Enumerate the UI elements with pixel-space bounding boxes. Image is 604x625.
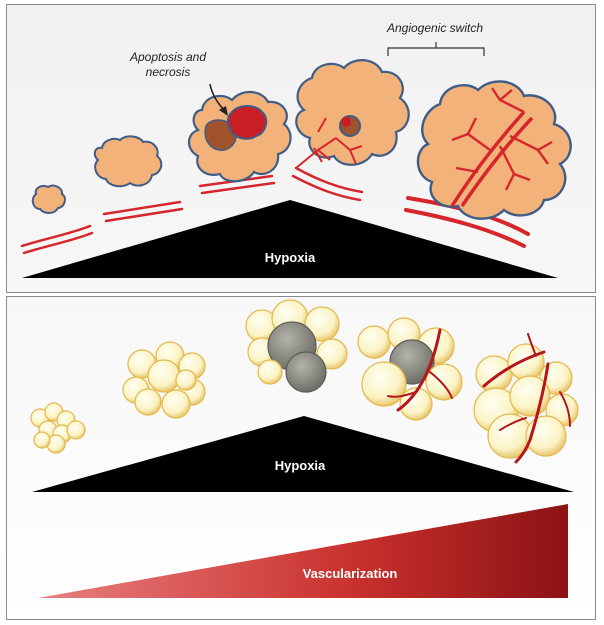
spheroid-4-vessels	[387, 328, 453, 412]
tumor-small	[31, 184, 66, 214]
hypoxia-triangle-bottom	[32, 416, 574, 492]
spheroid-5	[473, 343, 579, 459]
necrosis-red	[226, 105, 268, 140]
spheroid-4	[357, 317, 463, 421]
tumor-4	[295, 59, 410, 166]
tumor-2	[93, 135, 163, 188]
hypoxia-label-bottom: Hypoxia	[274, 458, 326, 473]
hypoxia-label-top: Hypoxia	[264, 250, 316, 265]
callout-arrowhead	[219, 106, 228, 116]
apoptosis-callout: Apoptosis and necrosis	[118, 50, 218, 80]
tumor-4-vessels	[295, 117, 363, 169]
angiogenic-bracket	[387, 47, 485, 56]
angiogenic-switch-label: Angiogenic switch	[386, 21, 484, 35]
spheroid-2	[122, 341, 206, 419]
apoptosis-callout-line2: necrosis	[145, 65, 191, 79]
spheroid-1	[30, 402, 86, 454]
tumor-5-vessels	[450, 87, 553, 207]
spheroid-5-vessels	[482, 333, 571, 464]
tumor-5	[416, 80, 572, 220]
necrosis-small-red	[341, 117, 351, 127]
vascularization-label: Vascularization	[302, 566, 398, 581]
hypoxia-triangle-top	[22, 200, 558, 278]
apoptosis-callout-line1: Apoptosis and	[129, 50, 207, 64]
vascularization-wedge	[38, 504, 568, 598]
necrosis-brown	[204, 119, 237, 151]
spheroid-3	[245, 299, 348, 393]
